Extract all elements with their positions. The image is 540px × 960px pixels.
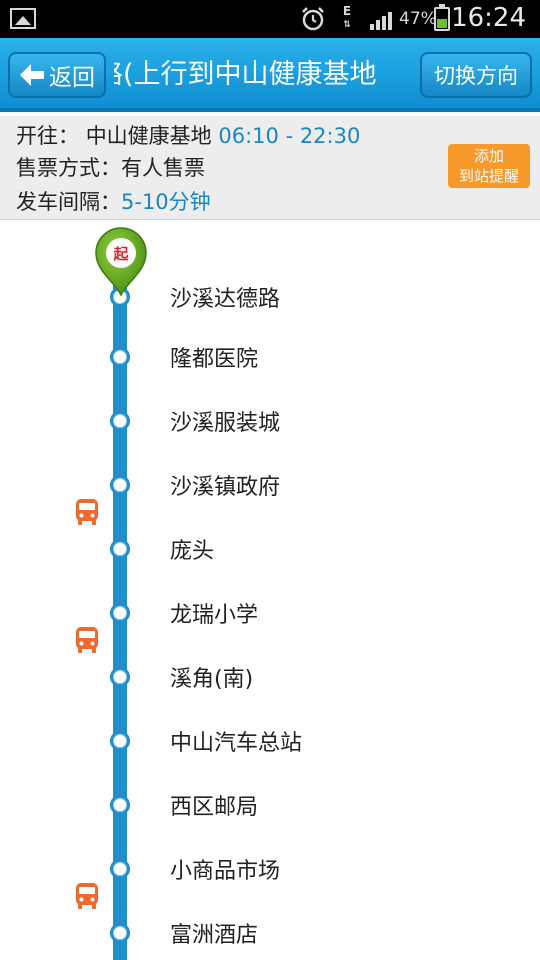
stop-name: 沙溪达德路 [170, 287, 281, 312]
back-button[interactable]: 返回 [8, 52, 106, 98]
gallery-notification-icon [10, 8, 36, 29]
stop-item[interactable]: 隆都医院 [0, 333, 540, 383]
stop-name: 沙溪服装城 [170, 411, 281, 436]
back-button-label: 返回 [49, 65, 95, 91]
add-arrival-alert-button[interactable]: 添加 到站提醒 [448, 144, 530, 188]
stop-dot [110, 859, 130, 879]
stop-name: 庞头 [170, 539, 215, 564]
stop-dot [110, 475, 130, 495]
interval-label: 发车间隔： [16, 190, 121, 214]
stop-name: 龙瑞小学 [170, 603, 259, 628]
stop-item[interactable]: 沙溪服装城 [0, 397, 540, 447]
stop-item[interactable]: 溪角(南) [0, 653, 540, 703]
stop-dot [110, 731, 130, 751]
stop-name: 溪角(南) [170, 667, 254, 692]
stop-item[interactable]: 庞头 [0, 525, 540, 575]
back-arrow-icon [20, 64, 44, 86]
stop-name: 小商品市场 [170, 859, 281, 884]
stop-name: 富洲酒店 [170, 923, 259, 948]
network-type-icon: E⇅ [342, 4, 352, 30]
alert-label-line2: 到站提醒 [458, 167, 519, 185]
stop-dot [110, 603, 130, 623]
stop-item[interactable]: 龙瑞小学 [0, 589, 540, 639]
start-badge: 起 [113, 245, 129, 263]
destination-value: 中山健康基地 [85, 124, 212, 148]
bus-icon[interactable] [74, 498, 100, 526]
stop-dot [110, 923, 130, 943]
title-bar: 返回 路(上行到中山健康基地 切换方向 [0, 38, 540, 112]
interval-row: 发车间隔：5-10分钟 [16, 186, 211, 216]
start-pin-icon [95, 227, 147, 297]
bus-icon[interactable] [74, 882, 100, 910]
interval-value: 5-10分钟 [121, 190, 211, 214]
stop-dot [110, 795, 130, 815]
stop-list[interactable]: 沙溪达德路 隆都医院 沙溪服装城 沙溪镇政府 庞头 龙瑞小学 溪角(南) 中山汽… [0, 221, 540, 960]
ticket-value: 有人售票 [121, 156, 205, 180]
clock: 16:24 [451, 3, 526, 33]
stop-name: 中山汽车总站 [170, 731, 303, 756]
stop-item[interactable]: 小商品市场 [0, 845, 540, 895]
alert-label-line1: 添加 [473, 147, 504, 165]
service-hours: 06:10 - 22:30 [218, 124, 361, 148]
ticket-label: 售票方式： [16, 156, 121, 180]
stop-name: 沙溪镇政府 [170, 475, 281, 500]
alarm-icon [302, 7, 324, 31]
stop-item[interactable]: 西区邮局 [0, 781, 540, 831]
stop-dot [110, 347, 130, 367]
status-bar: E⇅ 47% 16:24 [0, 0, 540, 38]
ticket-row: 售票方式：有人售票 [16, 152, 205, 182]
stop-name: 隆都医院 [170, 347, 259, 372]
route-title: 路(上行到中山健康基地 [114, 59, 377, 90]
route-info-panel: 开往： 中山健康基地 06:10 - 22:30 售票方式：有人售票 发车间隔：… [0, 116, 540, 220]
bus-icon[interactable] [74, 626, 100, 654]
stop-dot [110, 411, 130, 431]
stop-dot [110, 667, 130, 687]
stop-name: 西区邮局 [170, 795, 259, 820]
signal-icon [370, 12, 392, 30]
destination-label: 开往： [16, 124, 79, 148]
destination-row: 开往： 中山健康基地 06:10 - 22:30 [16, 120, 360, 150]
stop-item[interactable]: 富洲酒店 [0, 909, 540, 959]
stop-item[interactable]: 沙溪镇政府 [0, 461, 540, 511]
stop-item[interactable]: 中山汽车总站 [0, 717, 540, 767]
switch-direction-button[interactable]: 切换方向 [420, 52, 532, 98]
battery-icon [434, 4, 450, 31]
stop-dot [110, 539, 130, 559]
battery-percent: 47% [399, 9, 437, 29]
stop-item[interactable]: 沙溪达德路 [0, 273, 540, 323]
